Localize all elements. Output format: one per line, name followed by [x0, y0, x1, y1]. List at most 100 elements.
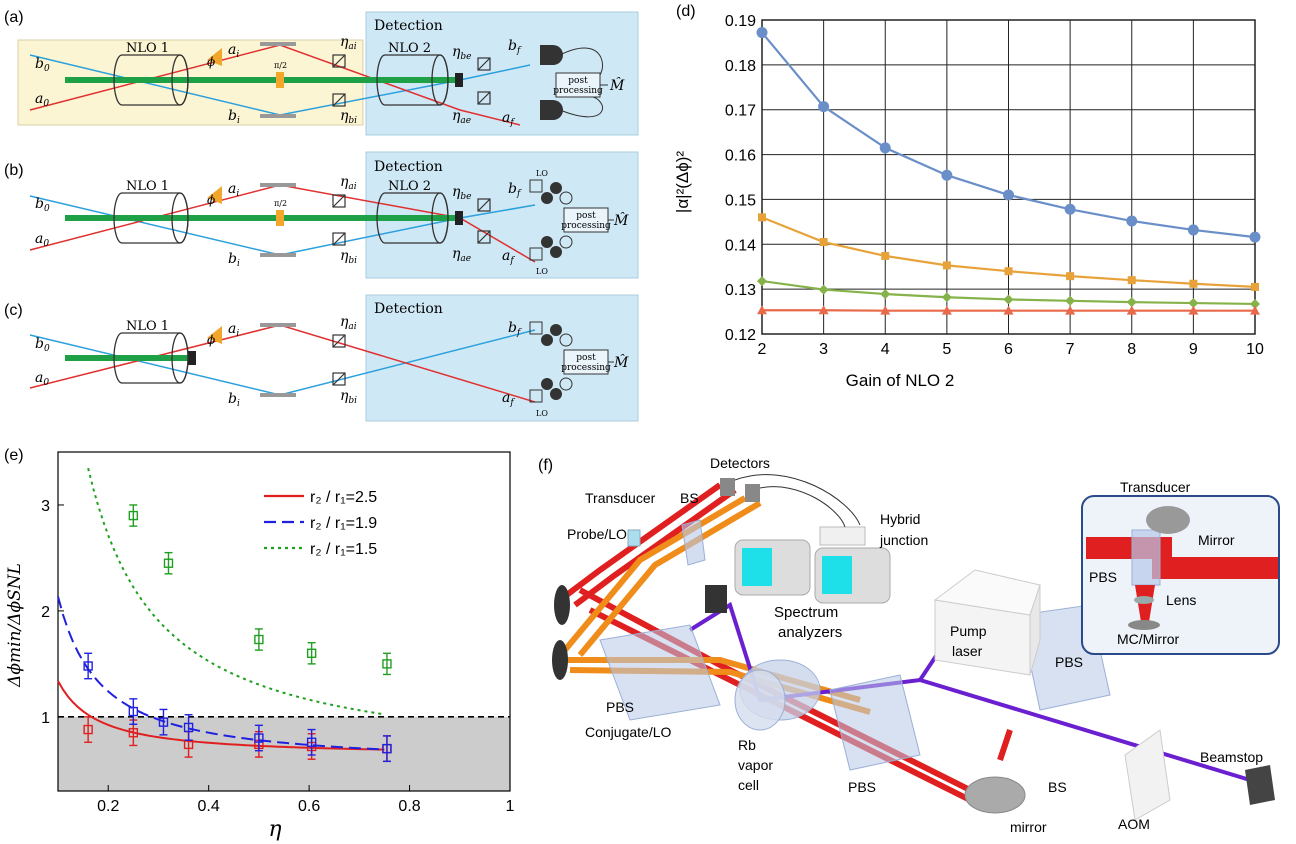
pbs-middle-label: PBS — [848, 779, 876, 795]
spectrum-label: Spectrum — [774, 604, 838, 621]
aom — [1124, 729, 1171, 821]
bi-label: bi — [228, 391, 240, 409]
beam-block — [188, 351, 196, 365]
mirror-top — [260, 323, 296, 327]
x-tick-label: 4 — [881, 341, 890, 358]
legend-label: r₂ / r₁=2.5 — [310, 489, 377, 506]
data-point — [1127, 276, 1136, 285]
post-label: post — [576, 353, 596, 363]
loss-beamsplitters — [332, 54, 491, 107]
data-point — [818, 284, 829, 295]
x-tick-label: 8 — [1127, 341, 1136, 358]
panel-b: (b) Detection NLO 1 NLO 2 ϕ π/2 — [4, 151, 639, 279]
lo-label: LO — [536, 267, 548, 276]
b0-label: b0 — [35, 196, 50, 214]
detector-a — [540, 100, 563, 120]
laser-label: laser — [952, 643, 983, 659]
nlo2-crystal — [376, 54, 449, 106]
y-tick-label: 0.16 — [725, 148, 756, 165]
data-point — [1065, 305, 1076, 315]
data-point — [254, 733, 264, 743]
mirror-bottom — [260, 114, 296, 118]
x-tick-label: 0.4 — [198, 798, 220, 815]
data-point — [306, 648, 317, 658]
eta-ai-label: ηai — [340, 174, 357, 192]
mirror-bottom — [964, 776, 1026, 814]
data-point — [1003, 189, 1014, 201]
bi-label: bi — [228, 108, 240, 126]
rb-label: Rb — [738, 737, 756, 753]
data-point — [1187, 224, 1199, 236]
data-point — [1249, 231, 1261, 243]
detection-label: Detection — [374, 159, 443, 175]
y-tick-label: 3 — [41, 498, 50, 515]
probe-label: Probe/LO — [567, 526, 627, 542]
data-point — [818, 101, 830, 113]
pbs-middle — [829, 674, 921, 771]
m-hat-label: M̂ — [609, 76, 625, 94]
y-axis-label: |α|²(Δϕ)² — [673, 151, 692, 214]
rb-vapor-cell — [734, 659, 821, 731]
beam-block — [455, 211, 463, 225]
data-point — [941, 169, 953, 181]
beam-block — [455, 73, 463, 87]
homodyne-a — [529, 235, 573, 261]
data-point — [306, 737, 317, 747]
conjugate-up — [562, 495, 747, 652]
processing-label: processing — [561, 221, 611, 231]
eta-ai-label: ηai — [340, 34, 357, 52]
af-label: af — [502, 390, 515, 408]
nlo1-label: NLO 1 — [126, 179, 169, 194]
y-tick-label: 0.19 — [725, 13, 756, 30]
data-point — [880, 305, 891, 315]
panel-label-d: (d) — [676, 3, 696, 20]
inset-pbs-label: PBS — [1089, 569, 1117, 585]
bs-label: BS — [680, 490, 699, 506]
data-point — [163, 558, 174, 568]
data-point — [128, 510, 139, 521]
post-label: post — [568, 76, 588, 86]
data-point — [83, 661, 93, 671]
data-point — [879, 142, 891, 154]
mirror-left — [552, 585, 570, 680]
data-point — [128, 706, 139, 717]
x-tick-label: 6 — [1004, 341, 1013, 358]
dark-component — [705, 585, 727, 613]
eta-ae-label: ηae — [452, 246, 471, 264]
af-label: af — [502, 110, 515, 128]
legend-label: r₂ / r₁=1.9 — [310, 515, 377, 532]
fit-curve — [57, 680, 385, 751]
bf-label: bf — [508, 181, 522, 199]
post-processing-box — [563, 207, 609, 233]
nlo1-crystal — [113, 192, 189, 244]
x-tick-label: 0.2 — [97, 798, 119, 815]
half-pi-label: π/2 — [274, 199, 287, 208]
eta-be-label: ηbe — [452, 184, 471, 202]
panel-label-a: (a) — [4, 9, 24, 26]
detectors-label: Detectors — [710, 455, 770, 471]
mirror-bottom — [260, 253, 296, 257]
conjugate-label: Conjugate/LO — [585, 724, 672, 740]
bi-label: bi — [228, 251, 240, 269]
fit-curve — [87, 467, 385, 716]
nlo1-crystal — [113, 332, 189, 384]
panel-a: (a) Detection NLO 1 NLO 2 ϕ π/2 — [4, 9, 639, 136]
detector-b — [540, 45, 563, 65]
data-point — [1003, 305, 1014, 315]
bf-label: bf — [508, 320, 522, 338]
x-tick-label: 10 — [1246, 341, 1264, 358]
data-point — [881, 251, 890, 260]
nlo2-crystal — [376, 192, 449, 244]
data-point — [757, 305, 767, 315]
y-tick-label: 0.18 — [725, 58, 756, 75]
fit-curve — [57, 596, 385, 751]
vapor-label: vapor — [738, 757, 773, 773]
data-point — [942, 261, 951, 270]
pbs-right-label: PBS — [1055, 654, 1083, 670]
data-point — [757, 276, 767, 287]
data-point — [1126, 305, 1137, 315]
panel-c: (c) Detection NLO 1 ϕ LO — [4, 294, 639, 422]
y-tick-label: 0.14 — [725, 237, 756, 254]
x-axis-label: η — [268, 817, 281, 842]
